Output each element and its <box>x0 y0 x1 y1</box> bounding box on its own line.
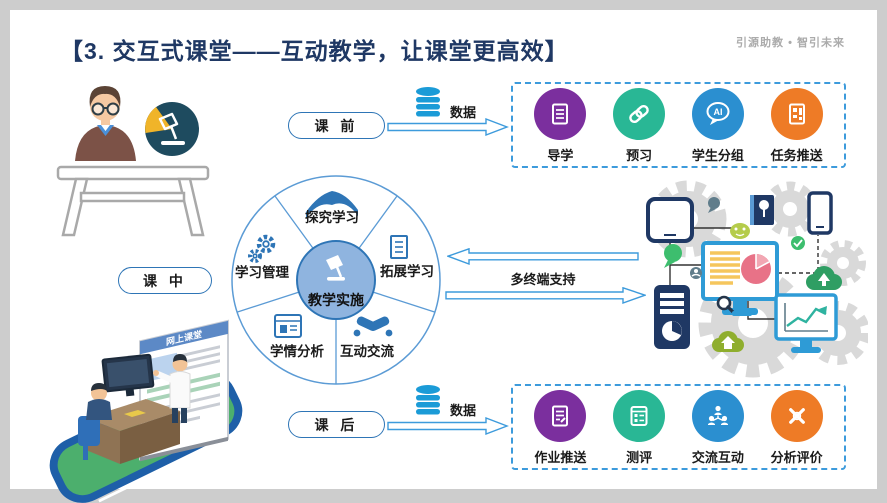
teacher-figure-small <box>153 354 191 423</box>
page-title: 【3. 交互式课堂——互动教学，让课堂更高效】 <box>60 38 569 64</box>
svg-text:AI: AI <box>713 107 722 117</box>
feature-yuxi: 预习 <box>607 88 671 164</box>
brand-tagline: 引源助教 • 智引未来 <box>736 37 845 49</box>
gears-icon <box>248 234 276 263</box>
server-icon <box>654 285 690 349</box>
feature-fenzu: AI 学生分组 <box>686 88 750 164</box>
document-icon <box>534 88 587 140</box>
teacher-figure <box>75 86 136 161</box>
feature-zuoye: 作业推送 <box>528 390 592 466</box>
homework-icon <box>534 390 587 442</box>
stage-pill-pre-class: 课 前 <box>288 112 385 139</box>
ai-chat-icon: AI <box>691 88 744 140</box>
student-figure <box>78 383 112 460</box>
arrow-post-right-icon <box>387 417 509 435</box>
arrow-right-icon <box>445 287 646 304</box>
analysis-icon <box>770 390 823 442</box>
teaching-wheel: 探究学习 拓展学习 互动交流 学情分析 学习管理 教学实施 <box>226 172 446 392</box>
wheel-dividers <box>236 195 436 384</box>
pre-class-box: 导学 预习 AI 学生分组 <box>511 82 846 168</box>
cloud-home-icon <box>712 331 744 352</box>
stage-pill-post-class: 课 后 <box>288 411 385 438</box>
feature-daoxue: 导学 <box>528 88 592 164</box>
slide: 【3. 交互式课堂——互动教学，让课堂更高效】 引源助教 • 智引未来 <box>10 10 877 503</box>
checklist-icon <box>613 390 666 442</box>
desk <box>56 165 210 237</box>
feature-pingjia: 分析评价 <box>765 390 829 466</box>
monitor-pie-icon <box>701 241 779 315</box>
multi-terminal-illustration <box>628 173 868 378</box>
link-icon <box>613 88 666 140</box>
monitor <box>101 353 155 397</box>
tablet-icon <box>646 197 694 243</box>
feature-jiaoliu: 交流互动 <box>686 390 750 466</box>
user-check-icon <box>690 236 805 279</box>
stage-pill-in-class: 课 中 <box>118 267 212 294</box>
arrow-pre-right-icon <box>387 118 509 136</box>
desk-lamp-icon <box>326 255 345 281</box>
lamp-badge-icon <box>145 102 199 156</box>
wheel-segment-label: 学习管理 <box>235 264 289 280</box>
feature-renwu: 任务推送 <box>765 88 829 164</box>
wheel-segment-label: 探究学习 <box>305 209 359 225</box>
group-icon <box>691 390 744 442</box>
data-label-pre: 数据 <box>450 105 477 120</box>
cloud-upload-icon <box>806 266 842 290</box>
document-icon <box>390 235 408 259</box>
flag-icon <box>732 305 752 316</box>
task-card-icon <box>770 88 823 140</box>
post-class-box: 作业推送 测评 <box>511 384 846 470</box>
database-icon <box>413 383 443 415</box>
open-book-icon <box>306 191 358 218</box>
wheel-segment-label: 互动交流 <box>340 343 394 359</box>
smartphone-icon <box>807 191 833 235</box>
online-classroom-illustration: 网上课堂 <box>28 298 263 503</box>
data-label-post: 数据 <box>450 403 477 418</box>
chat-bubble-icon <box>664 197 750 268</box>
arrow-left-icon <box>447 248 639 265</box>
wheel-segment-label: 拓展学习 <box>380 263 434 279</box>
notebook-icon <box>750 195 774 225</box>
database-icon <box>413 85 443 117</box>
multi-terminal-label: 多终端支持 <box>510 272 576 287</box>
teacher-illustration <box>50 75 218 243</box>
wheel-segment-label: 学情分析 <box>270 343 324 359</box>
feature-ceping: 测评 <box>607 390 671 466</box>
monitor-chart-icon <box>774 293 838 353</box>
report-icon <box>274 314 302 338</box>
wheel-center-label: 教学实施 <box>308 292 364 308</box>
handshake-icon <box>353 316 393 337</box>
